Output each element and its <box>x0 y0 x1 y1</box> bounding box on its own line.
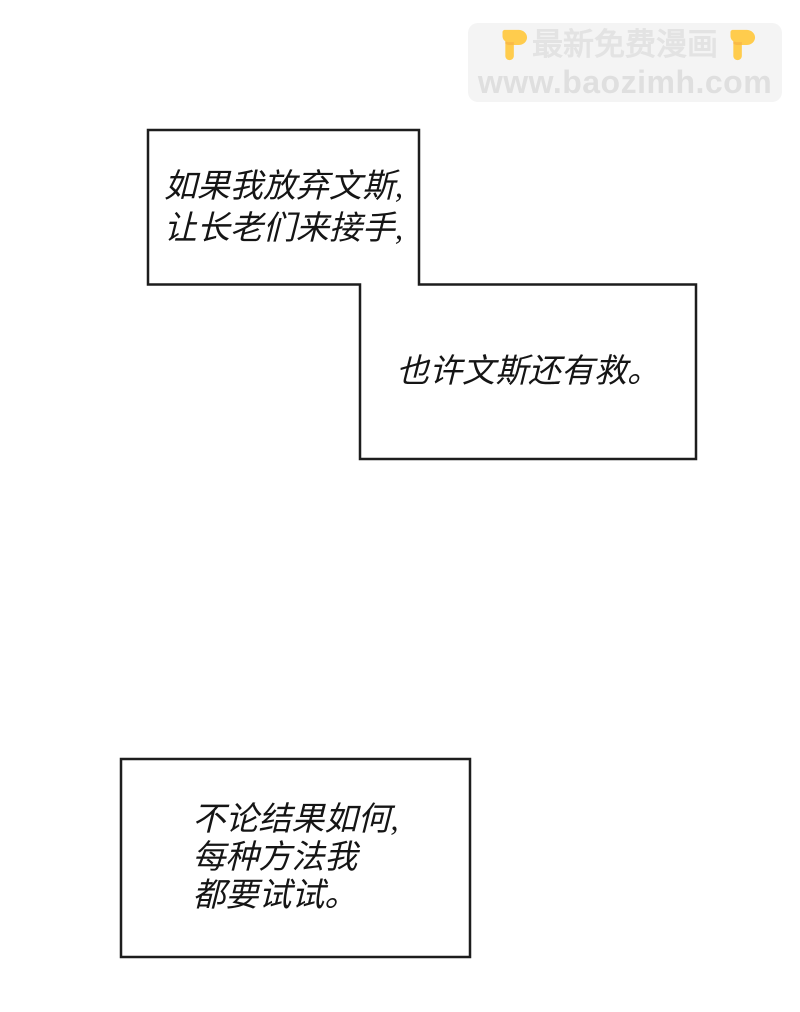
pointing-down-left-icon <box>494 28 528 62</box>
bubble-3-line-1: 不论结果如何, <box>192 802 399 838</box>
watermark-title-row: 最新免费漫画 <box>494 28 756 62</box>
bubble-1-text: 如果我放弃文斯, 让长老们来接手, <box>148 130 419 285</box>
bubble-3-line-2: 每种方法我 <box>192 840 358 876</box>
bubble-1-line-1: 如果我放弃文斯, <box>163 168 404 205</box>
bubble-2-line-1: 也许文斯还有救。 <box>396 353 660 390</box>
watermark-banner: 最新免费漫画 www.baozimh.com <box>468 23 782 102</box>
pointing-down-right-icon <box>722 28 756 62</box>
bubble-2-text: 也许文斯还有救。 <box>360 284 696 459</box>
bubble-3-line-3: 都要试试。 <box>192 878 358 914</box>
bubble-3-outline <box>119 757 472 959</box>
bubble-1-line-2: 让长老们来接手, <box>163 210 404 247</box>
bubble-1-2-compound-outline <box>146 128 698 461</box>
watermark-title: 最新免费漫画 <box>532 27 718 62</box>
bubble-3-text: 不论结果如何, 每种方法我 都要试试。 <box>121 759 470 957</box>
watermark-url: www.baozimh.com <box>477 63 773 100</box>
